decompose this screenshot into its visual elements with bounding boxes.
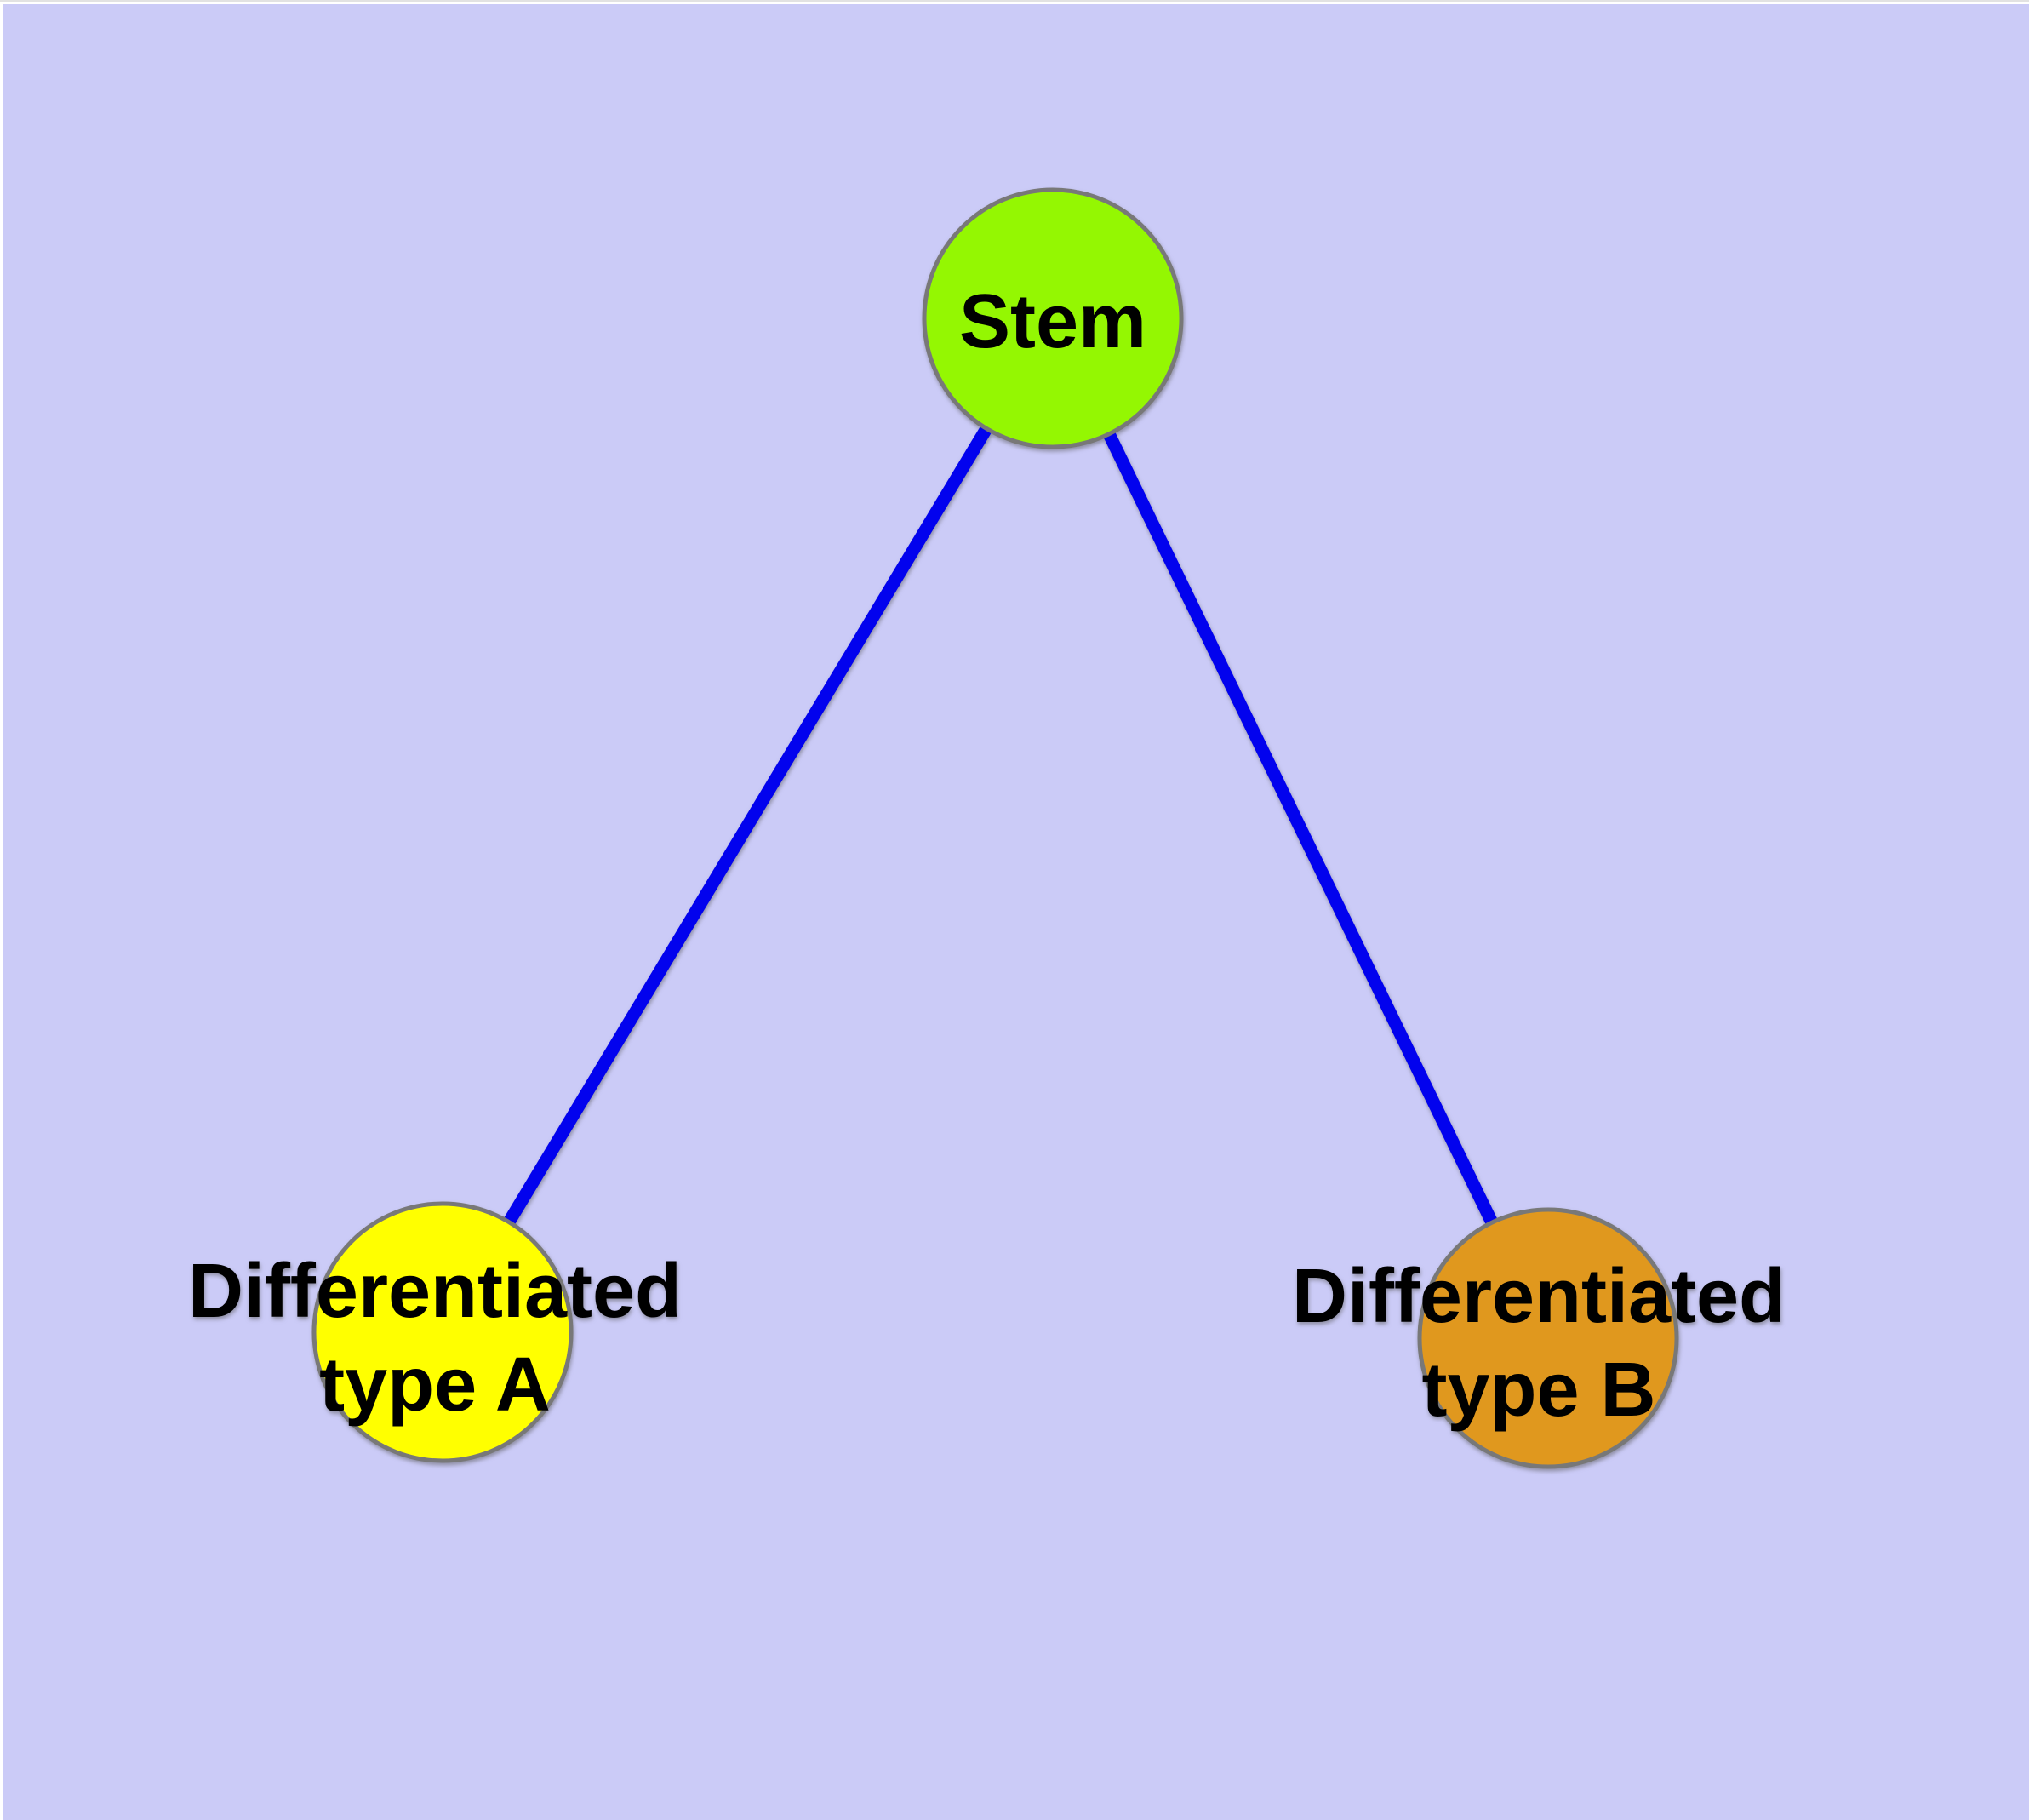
node-stem bbox=[922, 187, 1184, 449]
node-type-b-label-line2: type B bbox=[1421, 1348, 1655, 1433]
node-type-a bbox=[311, 1201, 574, 1463]
window-top-hairline bbox=[0, 0, 2029, 2]
node-type-b bbox=[1417, 1207, 1679, 1469]
node-type-a-label-line1: Differentiated bbox=[188, 1249, 682, 1334]
node-type-b-label-line1: Differentiated bbox=[1292, 1254, 1786, 1339]
graph-layer: Stem Differentiated type A Differentiate… bbox=[188, 187, 1786, 1469]
edge-stem-to-type-b bbox=[1047, 315, 1554, 1342]
edge-stem-to-type-a bbox=[437, 315, 1059, 1336]
node-type-a-label-line2: type A bbox=[319, 1342, 551, 1428]
node-stem-label: Stem bbox=[959, 279, 1146, 364]
